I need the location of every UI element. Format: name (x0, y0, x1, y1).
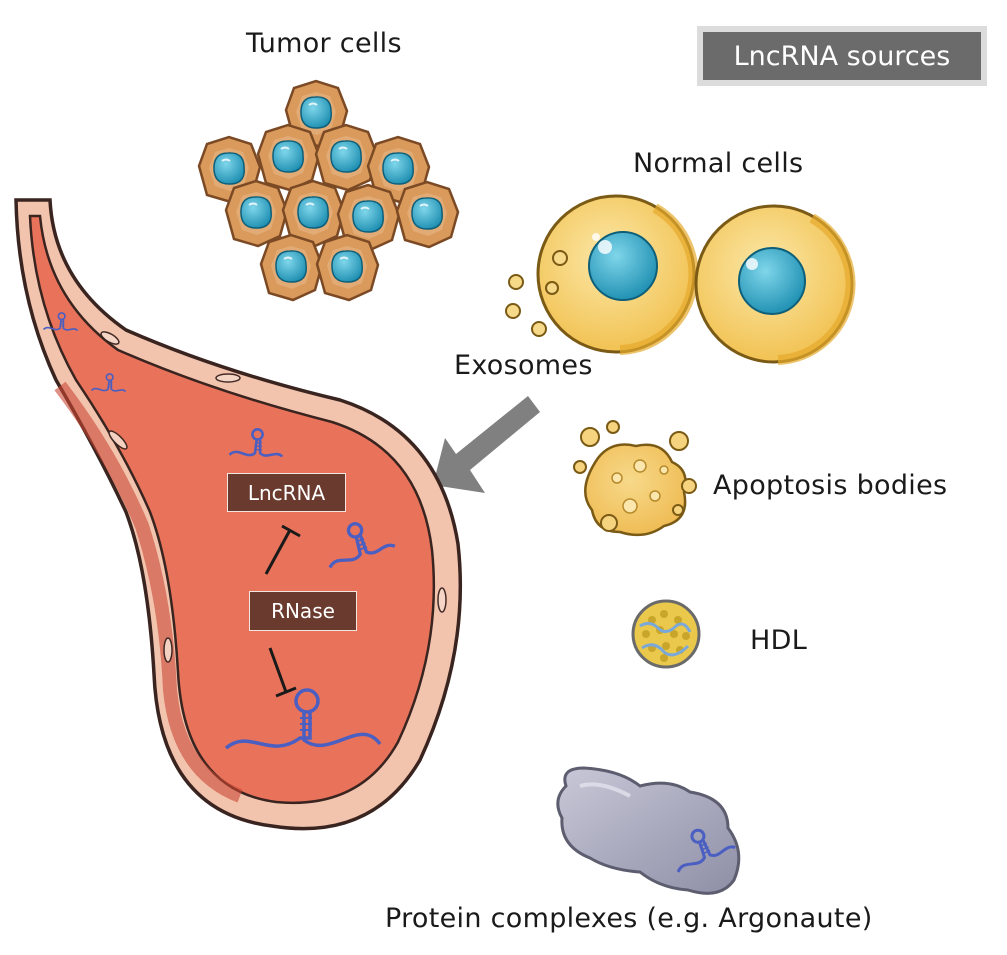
tumor-cells-label: Tumor cells (246, 28, 402, 59)
tumor-cell-icon (315, 233, 380, 302)
tumor-cells-cluster (197, 79, 460, 302)
protein-complexes-label: Protein complexes (e.g. Argonaute) (385, 903, 873, 934)
lncrna-sources-title: LncRNA sources (703, 32, 981, 80)
tumor-cell-icon (224, 179, 289, 248)
apoptosis-bodies-label: Apoptosis bodies (713, 470, 948, 501)
hdl-particle-icon (631, 599, 701, 669)
hdl-label: HDL (750, 625, 808, 656)
exosome-icon (505, 250, 568, 337)
arrow-icon (433, 396, 540, 493)
normal-cell-icon (536, 194, 699, 355)
tumor-cell-icon (259, 233, 324, 302)
rnase-box-label: RNase (249, 591, 357, 631)
lncrna-sources-badge: LncRNA sources (697, 26, 987, 86)
tumor-cell-icon (395, 180, 460, 249)
normal-cell-icon (694, 204, 856, 365)
apoptosis-body-icon (573, 420, 697, 537)
protein-complex-icon (556, 766, 741, 895)
tumor-cell-icon (256, 123, 321, 192)
exosomes-label: Exosomes (454, 350, 593, 381)
lncrna-box-label: LncRNA (227, 473, 346, 512)
inhibition-mark (264, 524, 301, 698)
tumor-cell-icon (314, 123, 379, 192)
normal-cells-label: Normal cells (633, 148, 804, 179)
rna-hairpin-icon (224, 688, 382, 750)
blood-vessel-icon (14, 198, 463, 831)
